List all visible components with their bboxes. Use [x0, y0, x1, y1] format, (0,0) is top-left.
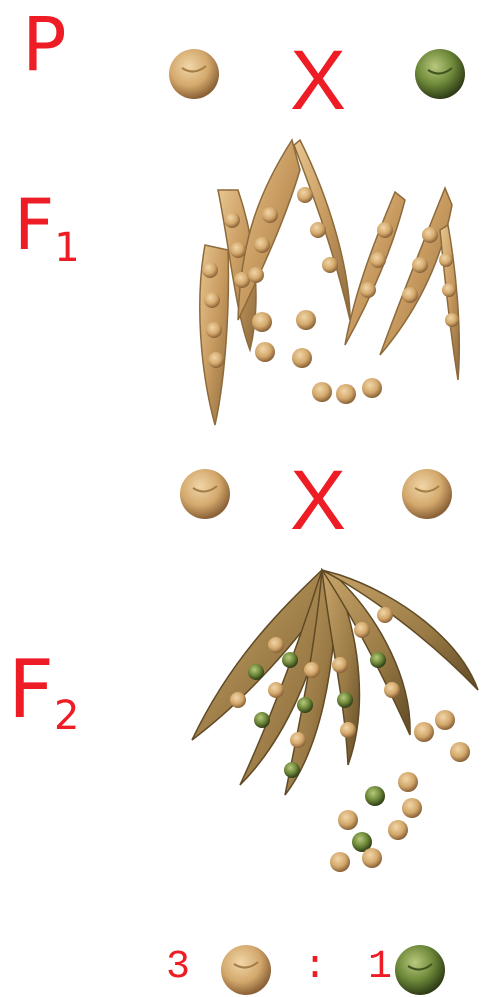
parent-yellow-pea-icon — [169, 49, 219, 99]
f1-pea-pod-icon — [200, 140, 459, 425]
f1-yellow-pea-icon-left — [180, 469, 230, 519]
ratio-yellow-pea-icon — [221, 945, 271, 995]
f1-yellow-pea-icon-right — [402, 469, 452, 519]
parent-green-pea-icon — [415, 49, 465, 99]
ratio-green-pea-icon — [395, 945, 445, 995]
f2-pea-pod-icon — [192, 570, 478, 872]
